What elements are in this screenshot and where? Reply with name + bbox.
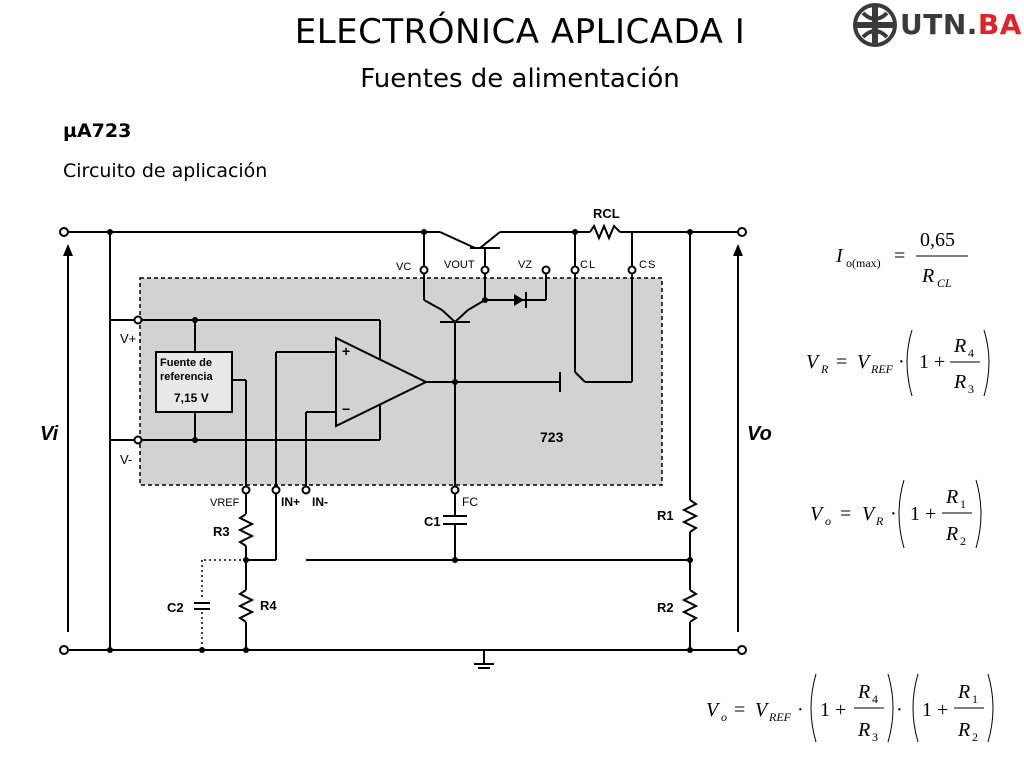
logo-wordmark: UTN.BA <box>900 8 1022 41</box>
svg-text:·: · <box>896 699 903 721</box>
svg-text:1 +: 1 + <box>919 351 945 373</box>
svg-text:V: V <box>810 503 825 525</box>
page-title: ELECTRÓNICA APLICADA I <box>294 12 746 52</box>
svg-text:4: 4 <box>968 346 974 360</box>
svg-text:=: = <box>836 351 847 373</box>
svg-text:V: V <box>862 503 877 525</box>
chip-label: 723 <box>540 429 564 445</box>
svg-text:R: R <box>957 681 970 703</box>
vminus-label: V- <box>120 452 132 467</box>
svg-text:o(max): o(max) <box>846 256 881 270</box>
svg-text:4: 4 <box>872 692 878 706</box>
svg-text:R: R <box>953 371 966 393</box>
ref-line1: Fuente de <box>160 357 212 369</box>
svg-text:·: · <box>898 351 905 373</box>
in-minus-label: IN- <box>312 495 328 509</box>
svg-text:o: o <box>721 710 727 724</box>
cs-label: CS <box>639 259 656 271</box>
r3-label: R3 <box>213 524 230 539</box>
svg-text:=: = <box>734 699 745 721</box>
svg-text:R: R <box>945 486 958 508</box>
svg-text:V: V <box>755 699 770 721</box>
circuit-caption: Circuito de aplicación <box>63 160 268 182</box>
svg-text:V: V <box>706 699 721 721</box>
svg-text:3: 3 <box>872 730 878 744</box>
svg-text:o: o <box>825 514 831 528</box>
fc-label: FC <box>462 495 478 509</box>
svg-text:REF: REF <box>870 362 894 376</box>
svg-text:R: R <box>857 719 870 741</box>
equation-vr: V R = V REF · 1 + R 4 R 3 <box>806 329 990 397</box>
svg-text:·: · <box>797 699 804 721</box>
svg-text:·: · <box>890 503 897 525</box>
vz-label: VZ <box>518 259 532 271</box>
svg-text:1: 1 <box>960 497 966 511</box>
utn-logo: UTN.BA <box>852 2 1022 48</box>
svg-text:V: V <box>806 351 821 373</box>
svg-text:1 +: 1 + <box>820 699 846 721</box>
r4-label: R4 <box>260 598 277 613</box>
svg-text:+: + <box>342 343 350 359</box>
svg-text:R: R <box>957 719 970 741</box>
page-subtitle: Fuentes de alimentación <box>360 64 680 94</box>
ref-line2: referencia <box>160 371 213 383</box>
c2-label: C2 <box>167 600 184 615</box>
ref-value: 7,15 V <box>174 391 209 405</box>
svg-text:I: I <box>835 245 844 267</box>
svg-text:R: R <box>921 265 934 287</box>
svg-text:=: = <box>894 245 905 267</box>
c1-label: C1 <box>424 514 441 529</box>
circuit-diagram: Vi Vo V+ V- VC VOUT VZ CL CS RCL Fuente … <box>40 206 772 669</box>
chip-name: µA723 <box>63 120 132 142</box>
r1-label: R1 <box>657 508 674 523</box>
svg-text:R: R <box>945 523 958 545</box>
svg-text:0,65: 0,65 <box>920 229 955 251</box>
equation-vo-full: V o = V REF · 1 + R 4 R 3 · 1 + R 1 R 2 <box>706 673 994 744</box>
vout-label: VOUT <box>444 259 475 271</box>
vo-label: Vo <box>747 423 772 445</box>
rcl-label: RCL <box>593 206 620 221</box>
reference-source-box <box>155 351 233 413</box>
equation-vo: V o = V R · 1 + R 1 R 2 <box>810 479 982 549</box>
svg-text:CL: CL <box>937 276 952 290</box>
svg-text:2: 2 <box>972 730 978 744</box>
svg-text:V: V <box>857 351 872 373</box>
svg-text:R: R <box>857 681 870 703</box>
in-plus-label: IN+ <box>281 495 300 509</box>
svg-text:2: 2 <box>960 534 966 548</box>
cl-label: CL <box>580 259 596 271</box>
svg-text:−: − <box>342 401 350 417</box>
r2-label: R2 <box>657 600 674 615</box>
svg-text:R: R <box>953 335 966 357</box>
svg-text:R: R <box>875 514 884 528</box>
vc-label: VC <box>396 261 411 273</box>
utn-emblem-icon <box>853 3 897 47</box>
equation-io-max: I o(max) = 0,65 R CL <box>835 229 968 290</box>
vplus-label: V+ <box>120 331 136 346</box>
svg-text:3: 3 <box>968 382 974 396</box>
svg-text:1 +: 1 + <box>922 699 948 721</box>
svg-text:1: 1 <box>972 692 978 706</box>
svg-text:REF: REF <box>768 710 792 724</box>
vref-label: VREF <box>210 497 240 509</box>
svg-text:=: = <box>840 503 851 525</box>
vi-label: Vi <box>40 423 59 445</box>
svg-text:R: R <box>820 362 829 376</box>
svg-text:1 +: 1 + <box>910 503 936 525</box>
